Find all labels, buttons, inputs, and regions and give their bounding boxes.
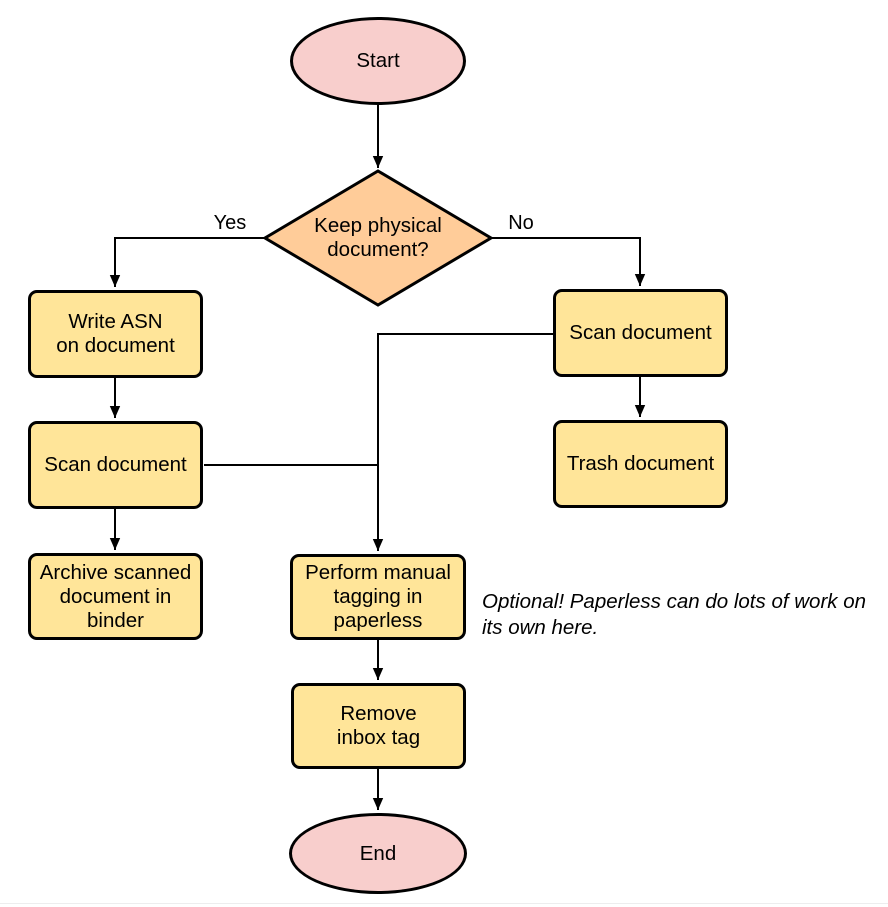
node-scan-document-left: Scan document — [28, 421, 203, 509]
decision-diamond-shape — [262, 169, 494, 307]
node-scan-document-right: Scan document — [553, 289, 728, 377]
node-remove-inbox-tag: Remove inbox tag — [291, 683, 466, 769]
edge-label-yes: Yes — [213, 212, 247, 234]
node-archive-scanned-document: Archive scanned document in binder — [28, 553, 203, 640]
node-end: End — [289, 813, 467, 894]
node-decision-keep-physical-label: Keep physical document? — [314, 214, 442, 261]
node-perform-manual-tagging: Perform manual tagging in paperless — [290, 554, 466, 640]
edge-scan-right-to-tagging — [372, 333, 553, 551]
page-bottom-rule — [0, 903, 888, 904]
node-trash-document: Trash document — [553, 420, 728, 508]
node-write-asn-on-document: Write ASN on document — [28, 290, 203, 378]
edge-label-no: No — [508, 212, 534, 234]
edge-decision-no-to-scan-right — [491, 237, 646, 286]
edge-decision-yes-to-write-asn — [109, 237, 265, 287]
optional-note-annotation: Optional! Paperless can do lots of work … — [482, 590, 867, 639]
node-start: Start — [290, 17, 466, 105]
